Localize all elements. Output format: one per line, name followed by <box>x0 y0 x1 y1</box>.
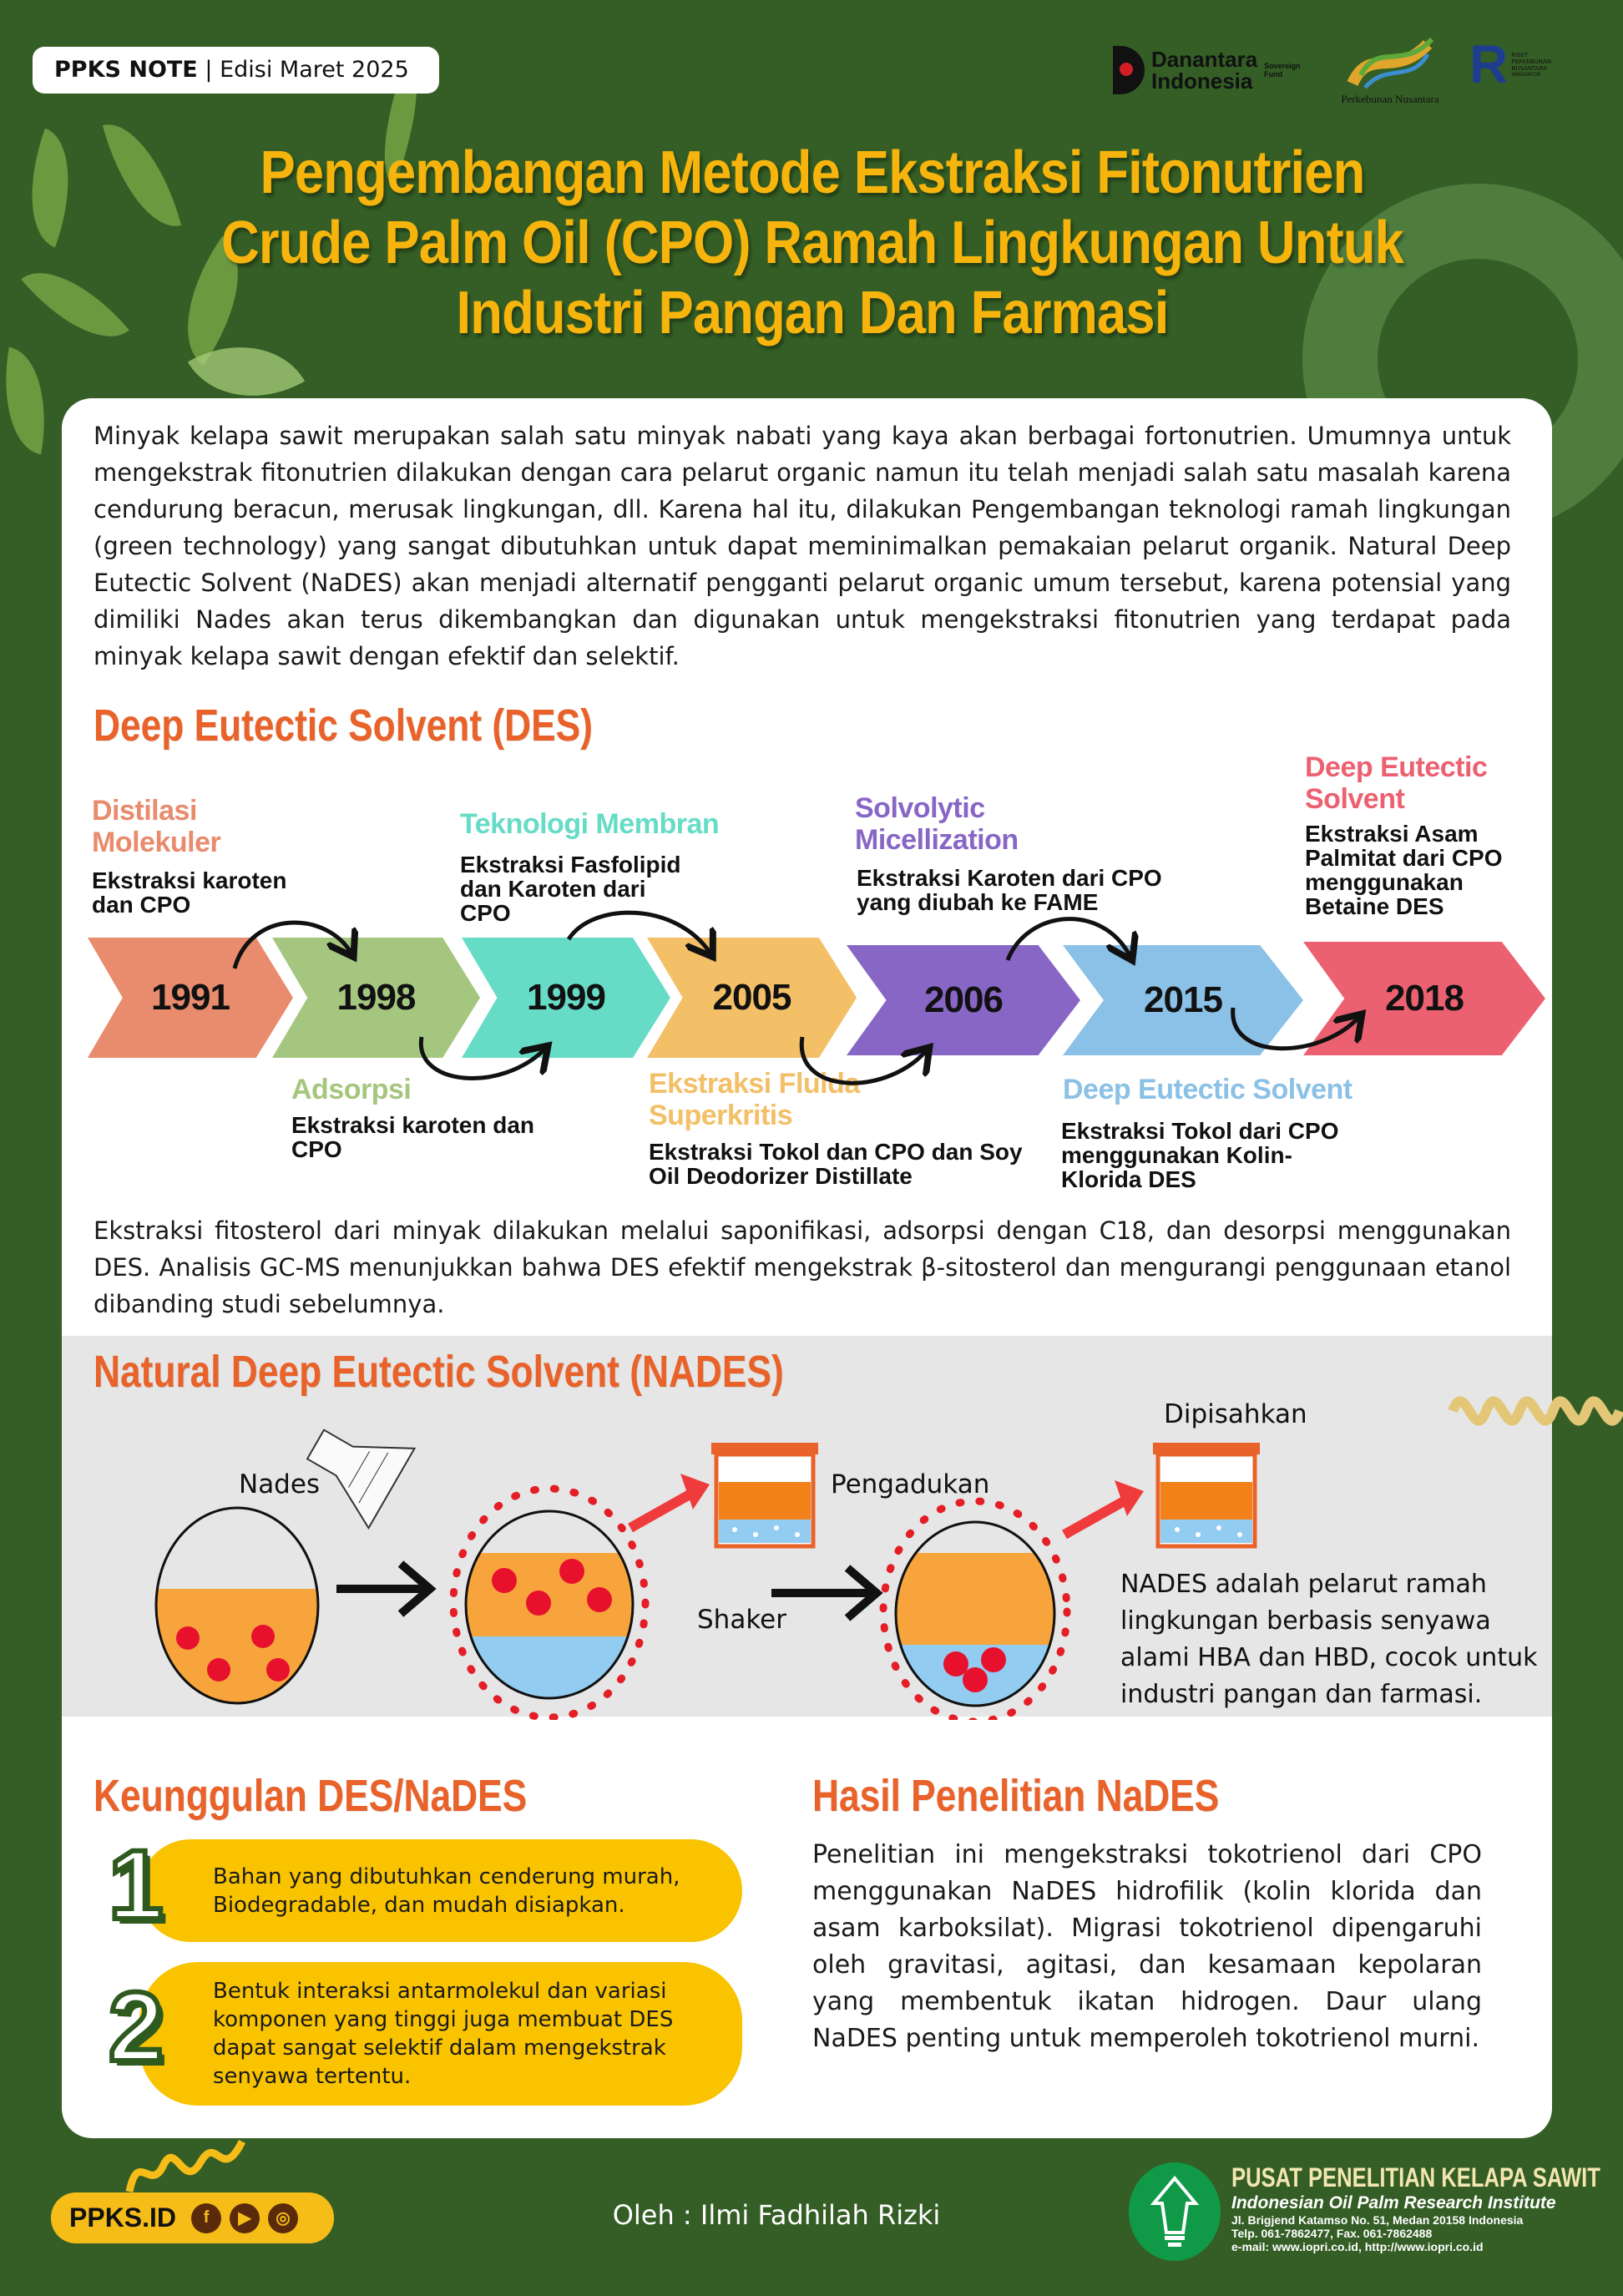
flask-icon <box>306 1429 417 1530</box>
timeline-title-1991: Distilasi Molekuler <box>92 795 221 858</box>
curved-arrow-icon <box>566 910 710 953</box>
org-email[interactable]: e-mail: www.iopri.co.id, http://www.iopr… <box>1231 2240 1484 2253</box>
badge-separator: | <box>205 57 213 83</box>
title-line-2: Crude Palm Oil (CPO) Ramah Lingkungan Un… <box>220 210 1404 276</box>
red-arrow-icon <box>1062 1492 1134 1540</box>
youtube-icon[interactable]: ▶ <box>230 2202 260 2233</box>
timeline-title-2018: Deep Eutectic Solvent <box>1305 751 1488 815</box>
results-paragraph: Penelitian ini mengekstraksi tokotrienol… <box>812 1840 1482 2053</box>
facebook-icon[interactable]: f <box>191 2202 222 2233</box>
danantara-name: Danantara <box>1151 47 1258 72</box>
perkebunan-logo: Perkebunan Nusantara <box>1327 37 1453 106</box>
timeline-title-2005: Ekstraksi Fluida Superkritis <box>649 1068 860 1131</box>
timeline-desc-2006: Ekstraksi Karoten dari CPO yang diubah k… <box>857 865 1162 915</box>
org-address: Jl. Brigjend Katamso No. 51, Medan 20158… <box>1231 2213 1524 2227</box>
advantage-text: Bentuk interaksi antarmolekul dan varias… <box>213 1979 674 2089</box>
badge-brand: PPKS NOTE <box>54 57 198 83</box>
curved-arrow-icon <box>799 1036 927 1085</box>
arrow-right-icon <box>336 1560 437 1617</box>
nades-heading: Natural Deep Eutectic Solvent (NADES) <box>94 1347 784 1397</box>
timeline-desc-2005: Ekstraksi Tokol dan CPO dan Soy Oil Deod… <box>649 1139 1023 1189</box>
label-dipisahkan: Dipisahkan <box>1164 1399 1307 1429</box>
red-arrow-icon <box>628 1485 700 1533</box>
ppks-logo-icon <box>1129 2162 1221 2261</box>
results-heading: Hasil Penelitian NaDES <box>812 1771 1220 1821</box>
danantara-sub: Sovereign Fund <box>1264 62 1301 78</box>
des-summary: Ekstraksi fitosterol dari minyak dilakuk… <box>94 1216 1511 1318</box>
timeline-title-1998: Adsorpsi <box>291 1074 412 1105</box>
intro-paragraph: Minyak kelapa sawit merupakan salah satu… <box>94 422 1511 670</box>
beaker-circle-3 <box>879 1497 1071 1720</box>
danantara-country: Indonesia <box>1151 68 1253 94</box>
organization-info: PUSAT PENELITIAN KELAPA SAWIT Indonesian… <box>1231 2162 1600 2253</box>
perkebunan-name: Perkebunan Nusantara <box>1341 93 1439 105</box>
badge-edition: Edisi Maret 2025 <box>220 57 409 83</box>
nades-description: NADES adalah pelarut ramah lingkungan be… <box>1120 1570 1538 1709</box>
org-english-name: Indonesian Oil Palm Research Institute <box>1231 2193 1556 2213</box>
timeline-title-1999: Teknologi Membran <box>460 808 720 840</box>
nades-diagram <box>154 1429 1260 1720</box>
edition-badge: PPKS NOTE | Edisi Maret 2025 <box>33 47 439 94</box>
squiggle-decoration <box>125 2139 246 2192</box>
separation-container-2 <box>1153 1443 1260 1549</box>
advantage-item-1: Bahan yang dibutuhkan cenderung murah, B… <box>139 1839 742 1942</box>
org-phone: Telp. 061-7862477, Fax. 061-7862488 <box>1231 2227 1433 2240</box>
curved-arrow-icon <box>232 920 351 969</box>
timeline-desc-1991: Ekstraksi karoten dan CPO <box>92 867 287 918</box>
des-heading: Deep Eutectic Solvent (DES) <box>94 700 593 751</box>
page-title: Pengembangan Metode Ekstraksi Fitonutrie… <box>134 138 1491 348</box>
site-link[interactable]: PPKS.ID <box>69 2202 177 2233</box>
timeline-desc-2018: Ekstraksi Asam Palmitat dari CPO menggun… <box>1305 821 1503 919</box>
title-line-3: Industri Pangan Dan Farmasi <box>456 280 1170 346</box>
timeline-desc-1999: Ekstraksi Fasfolipid dan Karoten dari CP… <box>460 852 681 926</box>
advantage-item-2: Bentuk interaksi antarmolekul dan varias… <box>139 1962 742 2106</box>
label-nades: Nades <box>239 1469 321 1499</box>
number-2-icon: 2 <box>106 1970 166 2085</box>
advantage-text: Bahan yang dibutuhkan cenderung murah, B… <box>213 1864 680 1918</box>
separation-container-1 <box>711 1443 818 1549</box>
label-pengadukan: Pengadukan <box>831 1469 990 1499</box>
social-bar: PPKS.ID f ▶ ◎ <box>51 2192 334 2243</box>
perkebunan-mark-icon <box>1347 37 1434 89</box>
beaker-circle-2 <box>449 1484 650 1720</box>
advantages-heading: Keunggulan DES/NaDES <box>94 1771 528 1821</box>
timeline-desc-2015: Ekstraksi Tokol dari CPO menggunakan Kol… <box>1061 1118 1339 1192</box>
title-line-1: Pengembangan Metode Ekstraksi Fitonutrie… <box>260 139 1366 206</box>
beaker-circle-1 <box>154 1506 320 1705</box>
arrow-right-icon <box>771 1565 883 1621</box>
author-credit: Oleh : Ilmi Fadhilah Rizki <box>612 2199 941 2231</box>
timeline-arrows <box>232 910 1623 1085</box>
curved-arrow-icon <box>418 1036 545 1080</box>
timeline-desc-1998: Ekstraksi karoten dan CPO <box>291 1112 535 1162</box>
timeline-title-2006: Solvolytic Micellization <box>855 792 1019 856</box>
label-shaker: Shaker <box>697 1605 786 1635</box>
curved-arrow-icon <box>1231 1007 1359 1051</box>
instagram-icon[interactable]: ◎ <box>268 2202 299 2233</box>
riset-mark-icon: R <box>1469 34 1509 94</box>
curved-arrow-icon <box>1005 917 1130 960</box>
riset-sub: INNOVATOR <box>1511 71 1541 78</box>
org-name: PUSAT PENELITIAN KELAPA SAWIT <box>1231 2162 1600 2192</box>
riset-name: RISET PERKEBUNAN NUSANTARA <box>1511 51 1551 72</box>
number-1-icon: 1 <box>106 1828 166 1943</box>
timeline-title-2015: Deep Eutectic Solvent <box>1063 1074 1352 1105</box>
squiggle-decoration <box>1449 1396 1623 1426</box>
